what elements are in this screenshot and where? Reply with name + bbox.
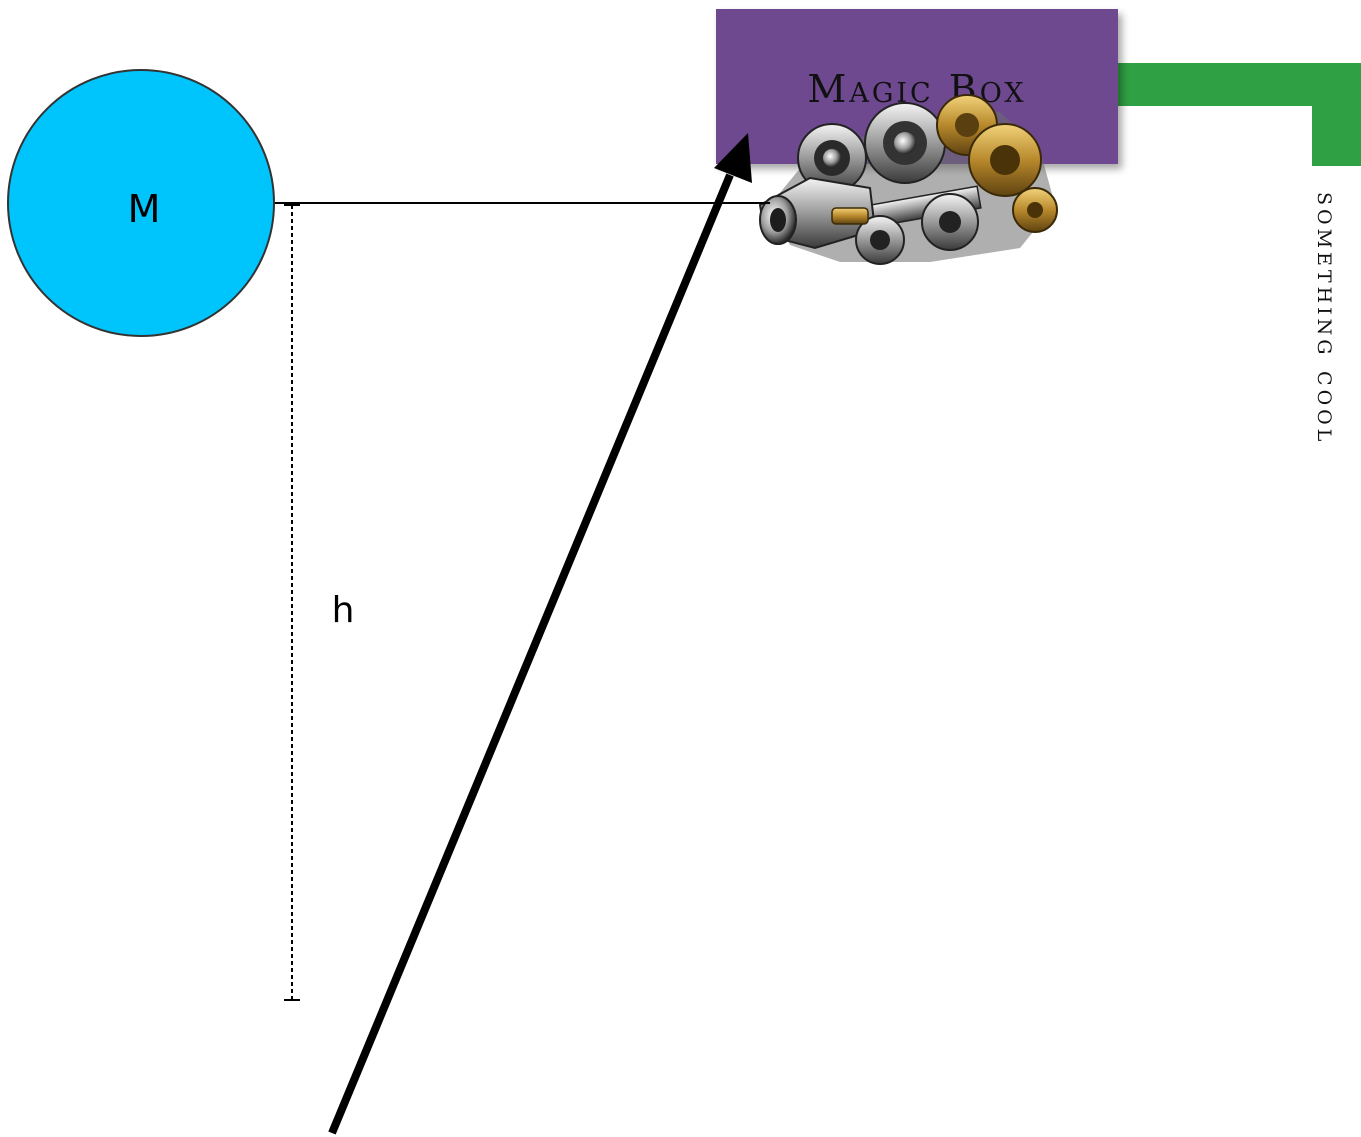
output-label: something cool [1311,192,1342,445]
input-arrow-head [714,133,752,183]
gearbox-icon [758,94,1058,265]
mass-circle [7,69,275,337]
output-pipe [1105,63,1361,166]
input-arrow-shaft [328,173,734,1135]
mass-label: M [128,187,161,231]
height-label: h [332,590,355,631]
